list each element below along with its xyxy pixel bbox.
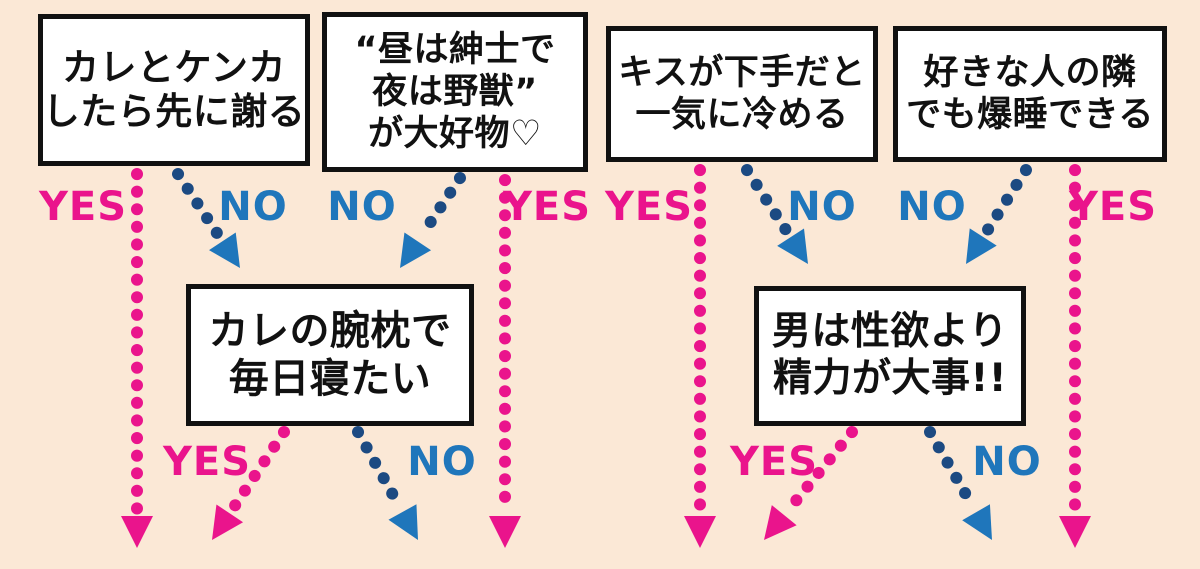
arrow-q3-yes-head <box>684 516 716 548</box>
arrow-q5-yes-head <box>212 504 244 540</box>
label-q4-no: NO <box>897 184 967 230</box>
arrow-q1-yes <box>121 168 153 548</box>
arrow-q6-no-head <box>962 504 992 540</box>
box-line: 男は性欲より <box>771 309 1009 355</box>
box-line: 精力が大事!! <box>772 356 1008 401</box>
arrow-q2-no-dots <box>415 172 466 243</box>
statement-box-q2: “昼は紳士で夜は野獣”が大好物♡ <box>322 12 588 172</box>
arrow-q3-no-head <box>777 228 808 264</box>
arrow-q6-no <box>924 426 992 540</box>
arrow-q5-no-head <box>388 504 418 540</box>
statement-box-q3: キスが下手だと一気に冷める <box>606 26 878 162</box>
arrow-q3-no <box>741 164 808 264</box>
arrow-q6-no-dots <box>924 426 980 514</box>
statement-box-q4: 好きな人の隣でも爆睡できる <box>893 26 1167 162</box>
arrow-q1-no-dots <box>172 168 226 243</box>
box-line: したら先に謝る <box>42 90 306 133</box>
statement-box-q1: カレとケンカしたら先に謝る <box>38 14 310 166</box>
arrow-q6-yes <box>764 426 858 540</box>
arrow-q2-yes-head <box>489 516 521 548</box>
arrow-q5-yes <box>212 426 290 540</box>
arrow-q1-yes-head <box>121 516 153 548</box>
label-q2-yes: YES <box>502 184 592 230</box>
box-line: 好きな人の隣 <box>923 53 1137 93</box>
arrow-q3-yes <box>684 164 716 548</box>
box-line: 夜は野獣” <box>372 72 538 112</box>
box-line: “昼は紳士で <box>354 30 556 70</box>
arrow-q1-no-head <box>209 232 240 268</box>
label-q6-no: NO <box>972 439 1042 485</box>
box-line: 毎日寝たい <box>228 356 432 402</box>
arrow-q4-no-head <box>966 228 997 264</box>
arrow-q6-yes-dots <box>782 426 858 517</box>
arrow-q3-no-dots <box>741 164 794 239</box>
arrow-q4-yes-head <box>1059 516 1091 548</box>
label-q6-yes: YES <box>729 439 819 485</box>
arrow-q2-yes <box>489 174 521 548</box>
statement-box-q5: カレの腕枕で毎日寝たい <box>186 284 474 426</box>
arrow-q2-no <box>400 172 466 268</box>
statement-box-q6: 男は性欲より精力が大事!! <box>754 286 1026 426</box>
box-line: 一気に冷める <box>635 95 849 135</box>
arrow-q2-no-head <box>400 232 432 268</box>
label-q3-no: NO <box>787 184 857 230</box>
arrow-q5-no <box>352 426 418 540</box>
box-line: が大好物♡ <box>368 114 542 154</box>
arrow-q4-yes <box>1059 164 1091 548</box>
arrow-q5-yes-dots <box>227 426 290 515</box>
label-q1-yes: YES <box>38 184 128 230</box>
arrow-q5-no-dots <box>352 426 406 513</box>
box-line: カレの腕枕で <box>208 308 452 354</box>
arrow-q6-yes-head <box>764 505 797 540</box>
box-line: キスが下手だと <box>618 53 866 93</box>
label-q5-yes: YES <box>162 439 252 485</box>
label-q1-no: NO <box>218 184 288 230</box>
box-line: でも爆睡できる <box>906 95 1154 135</box>
label-q4-yes: YES <box>1068 184 1158 230</box>
arrow-q4-no <box>966 164 1032 264</box>
label-q5-no: NO <box>407 439 477 485</box>
arrow-q1-no <box>172 168 240 268</box>
label-q3-yes: YES <box>604 184 694 230</box>
label-q2-no: NO <box>327 184 397 230</box>
box-line: カレとケンカ <box>62 45 286 89</box>
arrow-q4-no-dots <box>980 164 1032 238</box>
